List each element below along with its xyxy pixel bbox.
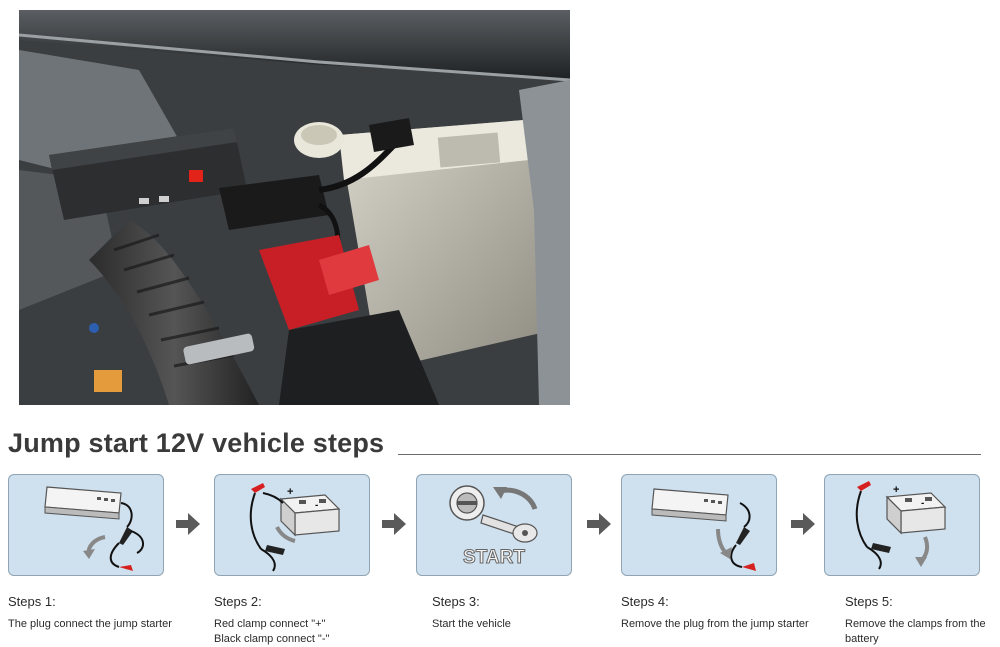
step-4-title: Steps 4: <box>621 594 669 609</box>
step-3-description: Start the vehicle <box>432 618 511 630</box>
engine-bay-illustration <box>19 10 570 405</box>
step-5-panel: + - <box>824 474 980 576</box>
step-4-description: Remove the plug from the jump starter <box>621 618 809 630</box>
page-title: Jump start 12V vehicle steps <box>8 428 385 458</box>
step-2-description-line-2: Black clamp connect "-" <box>214 633 330 645</box>
step-5-description-line-2: battery <box>845 633 879 645</box>
right-arrow-icon <box>791 513 815 535</box>
step-3-panel: START <box>416 474 572 576</box>
hero-photo <box>19 10 570 405</box>
step-2-description-line-1: Red clamp connect "+" <box>214 618 326 630</box>
right-arrow-icon <box>382 513 406 535</box>
step-4-panel <box>621 474 777 576</box>
step-3-title: Steps 3: <box>432 594 480 609</box>
start-label: START <box>463 547 526 569</box>
step-2-description: Red clamp connect "+" Black clamp connec… <box>214 617 329 647</box>
battery-plus-label: + <box>287 486 293 498</box>
battery-icon: + - <box>249 483 341 572</box>
ignition-key-icon <box>449 485 538 543</box>
title-divider <box>398 454 981 455</box>
step-5-description-line-1: Remove the clamps from the <box>845 618 986 630</box>
step-1-description: The plug connect the jump starter <box>8 618 172 630</box>
battery-minus-label: - <box>921 498 924 509</box>
step-2-panel: + - <box>214 474 370 576</box>
right-arrow-icon <box>176 513 200 535</box>
step-5-title: Steps 5: <box>845 594 893 609</box>
step-1-title: Steps 1: <box>8 594 56 609</box>
battery-icon: + - <box>855 481 947 570</box>
step-1-panel <box>8 474 164 576</box>
step-2-title: Steps 2: <box>214 594 262 609</box>
right-arrow-icon <box>587 513 611 535</box>
battery-minus-label: - <box>315 500 318 511</box>
jump-starter-icon <box>651 488 756 571</box>
jump-starter-icon <box>44 486 144 571</box>
battery-plus-label: + <box>893 484 899 496</box>
step-5-description: Remove the clamps from the battery <box>845 617 986 647</box>
